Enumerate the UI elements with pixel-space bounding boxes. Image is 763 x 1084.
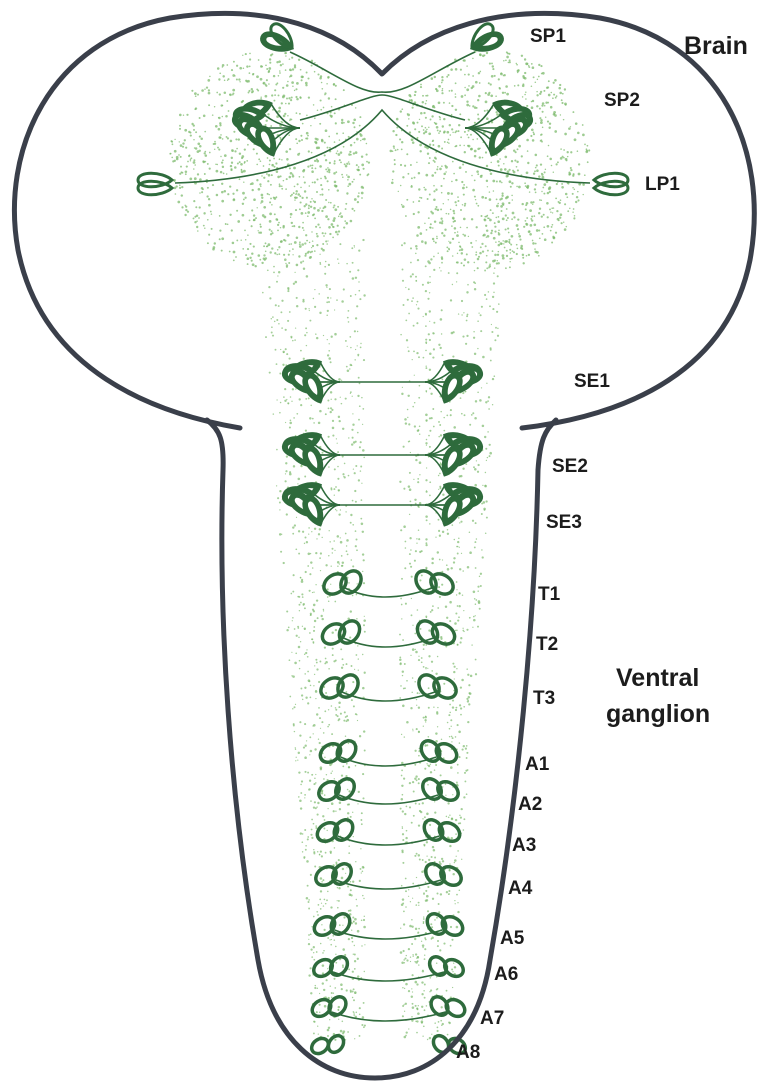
label-a8: A8 <box>456 1042 480 1063</box>
ventral-ganglion-label-line2: ganglion <box>606 700 710 728</box>
label-a6: A6 <box>494 964 518 985</box>
label-lp1: LP1 <box>645 174 680 195</box>
label-a7: A7 <box>480 1008 504 1029</box>
label-sp1: SP1 <box>530 26 566 47</box>
label-a5: A5 <box>500 928 525 949</box>
label-a2: A2 <box>518 794 542 815</box>
label-a3: A3 <box>512 835 536 856</box>
label-se3: SE3 <box>546 512 582 533</box>
label-sp2: SP2 <box>604 90 640 111</box>
label-t2: T2 <box>536 634 558 655</box>
brain-label: Brain <box>684 32 748 60</box>
label-t3: T3 <box>533 688 555 709</box>
label-se2: SE2 <box>552 456 588 477</box>
label-se1: SE1 <box>574 371 610 392</box>
commissures <box>175 52 590 1021</box>
neuron-clusters <box>138 21 628 1057</box>
label-a1: A1 <box>525 754 550 775</box>
ventral-ganglion-label-line1: Ventral <box>616 664 699 692</box>
cns-outline <box>14 13 754 428</box>
label-t1: T1 <box>538 584 561 605</box>
label-a4: A4 <box>508 878 533 899</box>
